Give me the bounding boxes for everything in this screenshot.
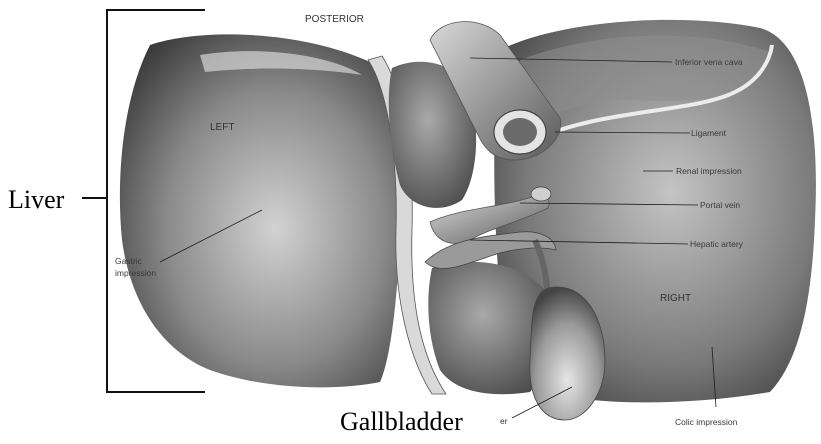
- portal-vein-label: Portal vein: [700, 200, 740, 210]
- right-label: RIGHT: [660, 293, 691, 304]
- gastric-impression-label-2: impression: [115, 268, 156, 278]
- left-label: LEFT: [210, 122, 234, 133]
- renal-impression-label: Renal impression: [676, 166, 742, 176]
- gastric-impression-label-1: Gastric: [115, 256, 143, 266]
- liver-label: Liver: [8, 185, 65, 214]
- left-lobe: [120, 34, 403, 387]
- hepatic-artery-label: Hepatic artery: [690, 239, 744, 249]
- inferior-vena-cava-label: Inferior vena cava: [675, 57, 743, 67]
- posterior-label: POSTERIOR: [305, 14, 364, 25]
- colic-impression-label: Colic impression: [675, 417, 738, 427]
- gallbladder-fragment-label: er: [500, 416, 508, 426]
- gallbladder-label: Gallbladder: [340, 407, 463, 436]
- ligament-label: Ligament: [691, 128, 727, 138]
